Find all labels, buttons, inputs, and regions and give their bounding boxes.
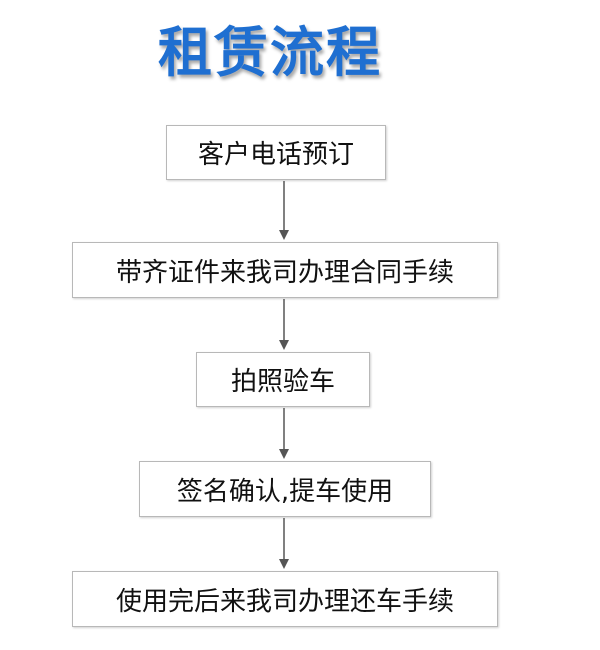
step-5-label: 使用完后来我司办理还车手续 xyxy=(115,586,454,617)
arrowhead-3 xyxy=(279,449,289,459)
diagram-title: 租赁流程 xyxy=(158,21,382,84)
step-5-return-car: 使用完后来我司办理还车手续 xyxy=(72,571,498,627)
step-4-label: 签名确认,提车使用 xyxy=(176,476,394,507)
arrowhead-2 xyxy=(279,340,289,350)
step-2-label: 带齐证件来我司办理合同手续 xyxy=(115,257,454,288)
step-3-photo-inspection: 拍照验车 xyxy=(196,352,370,407)
step-1-label: 客户电话预订 xyxy=(197,140,354,170)
step-4-sign-pickup: 签名确认,提车使用 xyxy=(139,461,431,517)
step-1-phone-booking: 客户电话预订 xyxy=(166,125,386,180)
arrowhead-4 xyxy=(279,559,289,569)
arrowhead-1 xyxy=(279,230,289,240)
step-3-label: 拍照验车 xyxy=(230,367,335,397)
step-2-contract-procedure: 带齐证件来我司办理合同手续 xyxy=(72,242,498,298)
